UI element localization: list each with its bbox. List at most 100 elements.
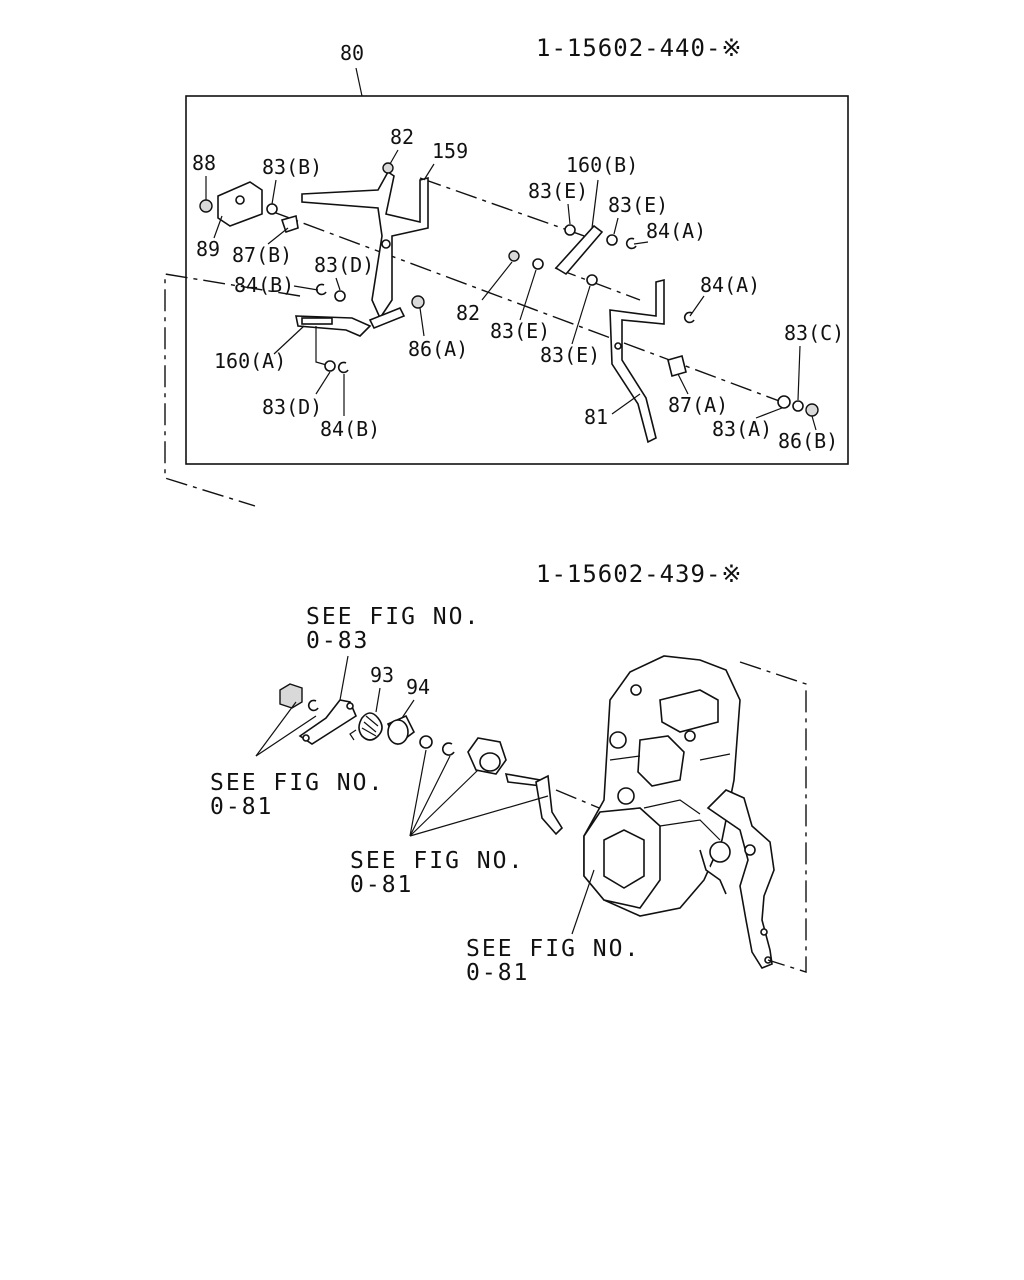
callout-83e-4: 83(E) — [540, 343, 600, 367]
axis-line-housing — [555, 789, 605, 811]
callout-83d-top: 83(D) — [314, 253, 374, 277]
leader-ref-081-left-b — [255, 715, 317, 757]
washer-83d-top — [334, 290, 346, 302]
callout-83c: 83(C) — [784, 321, 844, 345]
housing-bolt-2 — [630, 684, 642, 696]
assembly-frame — [185, 95, 849, 465]
washer-83e-4 — [586, 274, 598, 286]
washer-83b — [266, 203, 278, 215]
callout-86b: 86(B) — [778, 429, 838, 453]
nut-86b — [805, 403, 819, 417]
callout-82-mid: 82 — [456, 301, 480, 325]
bolt-82-mid — [508, 250, 520, 262]
washer-83a — [777, 395, 791, 409]
arm-lower — [535, 774, 564, 836]
rod-160a-arm — [315, 326, 331, 367]
housing-plug-3 — [709, 841, 731, 863]
washer-83e-1 — [564, 224, 576, 236]
housing-detail-arm — [699, 849, 727, 895]
callout-89: 89 — [196, 237, 220, 261]
housing-boss-top — [659, 689, 719, 733]
housing-cover-face — [603, 829, 645, 889]
bracket-89-hole — [235, 195, 245, 205]
nut-88 — [199, 199, 213, 213]
housing-plug-1 — [609, 731, 627, 749]
lever-0-83-hole — [346, 702, 354, 710]
clip-84b-top — [315, 283, 327, 296]
lever-159-hole — [381, 239, 391, 249]
clip-84b-bottom — [337, 361, 349, 374]
leader-94 — [401, 699, 415, 719]
rod-160a-slot — [301, 317, 333, 325]
spring-93 — [358, 712, 383, 741]
upper-assembly: 1-15602-440-※ 80 — [164, 34, 849, 507]
ref-083-line2: 0-83 — [306, 628, 369, 654]
callout-84a-2: 84(A) — [700, 273, 760, 297]
clip-lower — [441, 742, 455, 756]
collar-94-face — [387, 719, 409, 745]
spring-93-coils — [361, 715, 379, 737]
ref-081-bottom-line1: SEE FIG NO. — [466, 936, 640, 962]
clip-small — [307, 699, 319, 712]
callout-81: 81 — [584, 405, 608, 429]
housing-boss-mid — [637, 735, 685, 787]
ref-081-mid-line2: 0-81 — [350, 872, 413, 898]
callout-84a-1: 84(A) — [646, 219, 706, 243]
axis-line-lower — [267, 209, 791, 406]
bolt-87a — [667, 355, 687, 377]
leader-ref-081-left-a — [255, 701, 297, 757]
ref-081-bottom-line2: 0-81 — [466, 960, 529, 986]
callout-83e-1: 83(E) — [528, 179, 588, 203]
leader-80 — [355, 67, 363, 97]
link-160b — [554, 224, 604, 276]
spring-93-hook — [349, 729, 357, 741]
callout-83e-2: 83(E) — [608, 193, 668, 217]
callout-82-top: 82 — [390, 125, 414, 149]
callout-83a: 83(A) — [712, 417, 772, 441]
callout-87b: 87(B) — [232, 243, 292, 267]
callout-94: 94 — [406, 675, 430, 699]
lever-right — [706, 789, 775, 969]
ref-081-left-line1: SEE FIG NO. — [210, 770, 384, 796]
leader-ref-081-mid-d — [409, 795, 549, 837]
leader-ref-083 — [339, 655, 349, 701]
ref-081-left-line2: 0-81 — [210, 794, 273, 820]
pump-housing — [583, 655, 741, 917]
housing-bolt-1 — [684, 730, 696, 742]
lever-159 — [301, 170, 429, 320]
lever-81 — [609, 278, 665, 444]
nut-86a — [411, 295, 425, 309]
callout-83d-bottom: 83(D) — [262, 395, 322, 419]
leader-ref-081-bottom — [571, 869, 595, 935]
upper-part-number: 1-15602-440-※ — [536, 34, 743, 62]
callout-159: 159 — [432, 139, 468, 163]
callout-80: 80 — [340, 41, 364, 65]
link-line-left — [164, 273, 301, 507]
lever-right-hole-1 — [744, 844, 756, 856]
lever-81-hole — [614, 342, 622, 350]
washer-83c — [792, 400, 804, 412]
bolt-87b — [280, 214, 299, 234]
washer-83d-bottom — [324, 360, 336, 372]
nut-small — [279, 683, 303, 709]
lever-0-83 — [298, 699, 358, 745]
callout-160b: 160(B) — [566, 153, 638, 177]
leader-ref-081-mid-a — [409, 749, 427, 837]
callout-88: 88 — [192, 151, 216, 175]
lower-assembly: 1-15602-439-※ SEE FIG NO. 0-83 93 94 SEE… — [210, 560, 807, 986]
axis-line-upper — [419, 177, 591, 239]
ref-083-line1: SEE FIG NO. — [306, 604, 480, 630]
ref-081-mid-line1: SEE FIG NO. — [350, 848, 524, 874]
washer-lower — [419, 735, 433, 749]
housing-plug-2 — [617, 787, 635, 805]
clip-84a-1 — [625, 237, 637, 250]
axis-line-mid — [554, 267, 641, 301]
lower-part-number: 1-15602-439-※ — [536, 560, 743, 588]
callout-93: 93 — [370, 663, 394, 687]
callout-87a: 87(A) — [668, 393, 728, 417]
leader-ref-081-mid-b — [409, 755, 451, 837]
lever-0-83-hole2 — [302, 734, 310, 742]
washer-83e-2 — [606, 234, 618, 246]
callout-84b-top: 84(B) — [234, 273, 294, 297]
